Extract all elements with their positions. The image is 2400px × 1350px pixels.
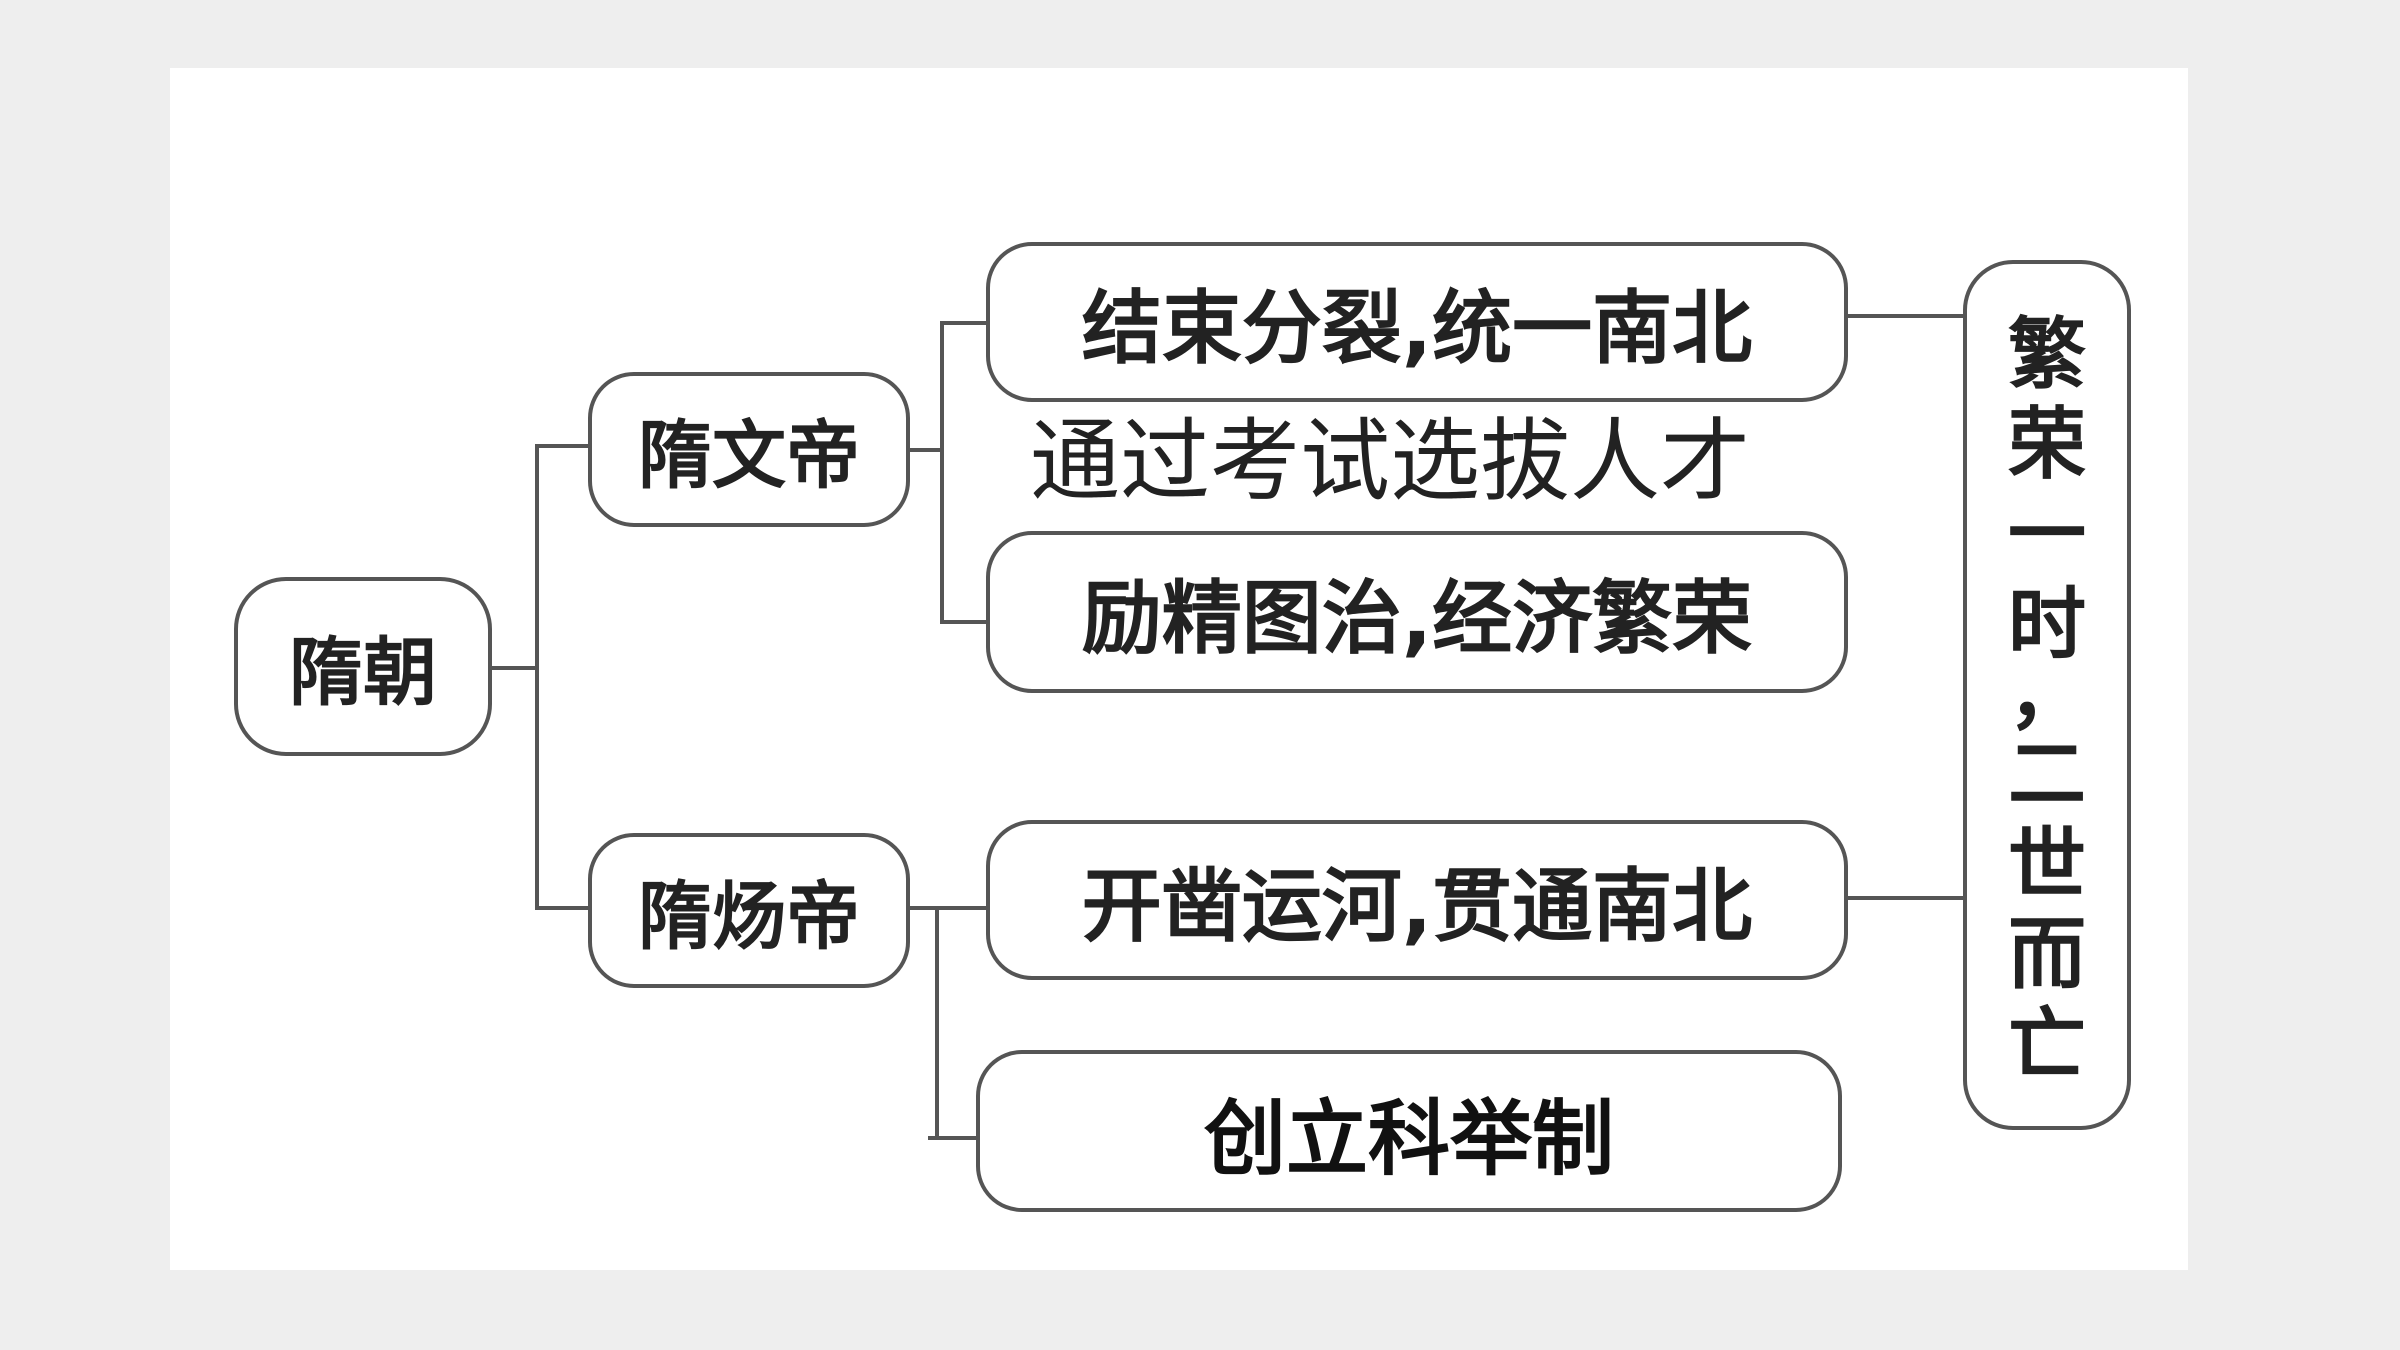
emperor-node-wendi: 隋文帝 [588,372,910,527]
achievement-node-imperial-exam: 创立科举制 [976,1050,1842,1212]
outcome-char: 一 [2007,490,2086,580]
emperor-label-yangdi: 隋炀帝 [638,874,860,960]
outcome-char: 时 [2007,580,2086,670]
achievement-node-economy: 励精图治,经济繁荣 [986,531,1848,693]
outcome-char: 亡 [2007,1000,2086,1090]
connector-wendi-branch [908,321,990,624]
outcome-char: ， [2007,650,2086,740]
connector-yangdi-branch [908,906,990,1140]
outcome-node: 繁 荣 一 时 ， 二 世 而 亡 [1963,260,2131,1130]
achievement-node-unify: 结束分裂,统一南北 [986,242,1848,402]
achievement-label-canal: 开凿运河,贯通南北 [1081,860,1753,953]
achievement-label-imperial-exam: 创立科举制 [1203,1091,1614,1187]
outcome-char: 繁 [2007,310,2086,400]
emperor-node-yangdi: 隋炀帝 [588,833,910,988]
achievement-label-economy: 励精图治,经济繁荣 [1081,572,1753,665]
outcome-char: 荣 [2007,400,2086,490]
root-node-sui-dynasty: 隋朝 [234,577,492,756]
outcome-char: 而 [2007,910,2086,1000]
annotation-exam-selection: 通过考试选拔人才 [1030,409,1750,514]
root-label: 隋朝 [289,630,437,716]
connector-root-trunk [490,444,594,910]
outcome-char: 二 [2007,730,2086,820]
emperor-label-wendi: 隋文帝 [638,413,860,499]
achievement-node-canal: 开凿运河,贯通南北 [986,820,1848,980]
outcome-char: 世 [2007,820,2086,910]
achievement-label-unify: 结束分裂,统一南北 [1081,282,1753,375]
